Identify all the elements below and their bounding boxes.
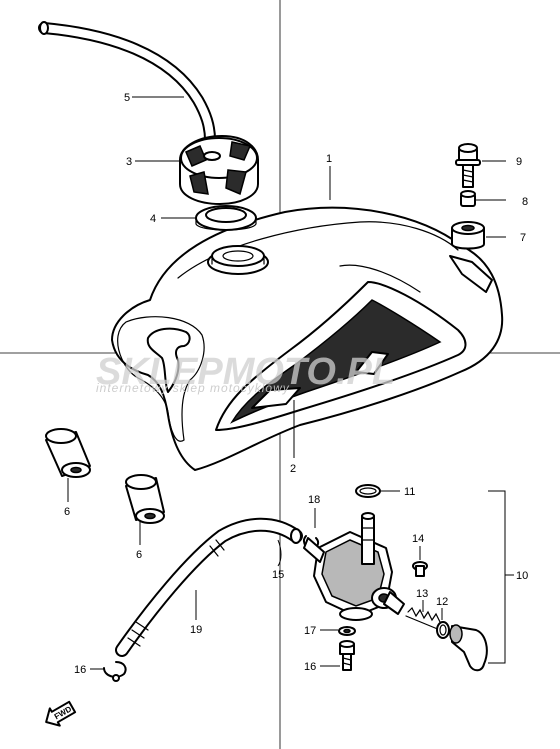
fuel-tank [111, 206, 504, 471]
callout-16-upper: 18 [308, 494, 320, 506]
callout-12: 12 [436, 596, 448, 608]
collar-8 [460, 190, 476, 207]
callout-10: 10 [516, 570, 528, 582]
screw-14 [412, 561, 428, 577]
callout-11: 11 [404, 486, 415, 498]
cushion-6-upper [45, 428, 91, 478]
cap-gasket [195, 205, 257, 231]
callout-19: 19 [190, 624, 202, 636]
watermark: SKLEPMOTO.PL internetowy sklep motocyklo… [96, 351, 395, 395]
filler-neck [207, 245, 269, 275]
callout-15: 15 [272, 569, 284, 581]
breather-hose [38, 21, 216, 146]
callout-18: 17 [304, 625, 316, 637]
callout-9: 9 [516, 156, 522, 168]
drain-bolt-17 [339, 640, 355, 671]
cushion-6-lower [125, 474, 165, 524]
callout-7: 7 [520, 232, 526, 244]
o-ring-11 [355, 484, 381, 498]
cushion-7 [451, 221, 485, 250]
callout-5: 5 [124, 92, 130, 104]
fuel-cap [179, 135, 259, 205]
leader-lines [67, 96, 514, 670]
callout-2: 2 [290, 463, 296, 475]
forward-direction-arrow: FWD [45, 700, 77, 727]
callout-6-upper: 6 [64, 506, 70, 518]
watermark-brand: SKLEPMOTO.PL [96, 351, 395, 393]
callout-14: 14 [412, 533, 424, 545]
fuel-hose [115, 517, 303, 657]
callout-16-lower: 16 [74, 664, 86, 676]
watermark-tagline: internetowy sklep motocyklowy [96, 381, 290, 395]
bolt-9 [455, 143, 481, 188]
callout-1: 1 [326, 153, 332, 165]
washer-18 [338, 626, 356, 636]
callout-17: 16 [304, 661, 316, 673]
callout-6-lower: 6 [136, 549, 142, 561]
callout-4: 4 [150, 213, 156, 225]
callout-8: 8 [522, 196, 528, 208]
spring-13 [405, 606, 441, 631]
o-ring-12 [436, 621, 450, 639]
callout-labels: 5 3 4 1 9 8 7 2 6 6 18 11 14 10 15 13 12… [64, 92, 528, 676]
callout-3: 3 [126, 156, 132, 168]
group-bracket-10 [488, 490, 506, 664]
fuel-cock [303, 512, 405, 621]
hose-clamp-lower [103, 661, 127, 682]
callout-13: 13 [416, 588, 428, 600]
outlet-elbow [449, 624, 488, 672]
